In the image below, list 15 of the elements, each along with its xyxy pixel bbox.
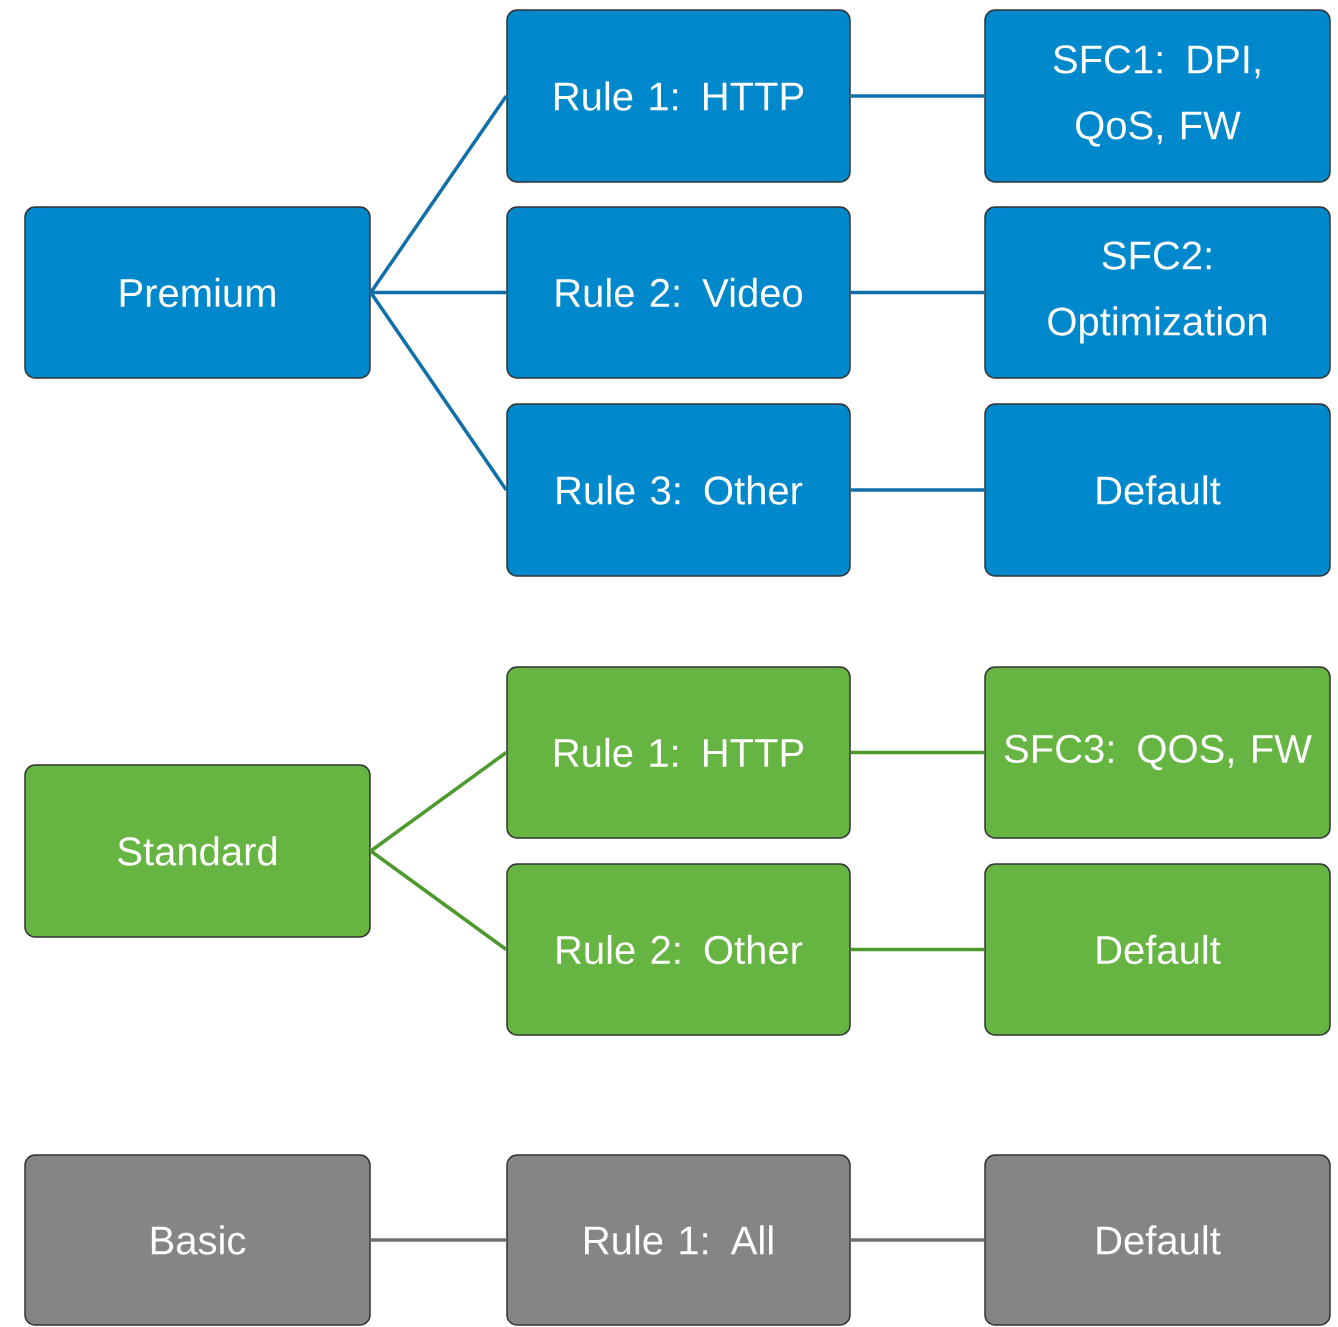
connector-line bbox=[850, 947, 985, 952]
rule-box: Default bbox=[984, 1154, 1331, 1326]
rule-box: Rule 1: All bbox=[506, 1154, 851, 1326]
connector-line bbox=[850, 488, 985, 492]
connector-line bbox=[369, 291, 508, 491]
connector-line bbox=[850, 94, 985, 98]
connector-line bbox=[850, 290, 985, 295]
connector-line bbox=[370, 1238, 507, 1242]
connector-line bbox=[369, 849, 508, 951]
connector-line bbox=[369, 751, 508, 853]
rule-box: Basic bbox=[24, 1154, 371, 1326]
connector-line bbox=[850, 750, 985, 755]
connector-line bbox=[370, 290, 507, 295]
connector-line bbox=[850, 1238, 985, 1242]
connector-line bbox=[369, 95, 508, 294]
